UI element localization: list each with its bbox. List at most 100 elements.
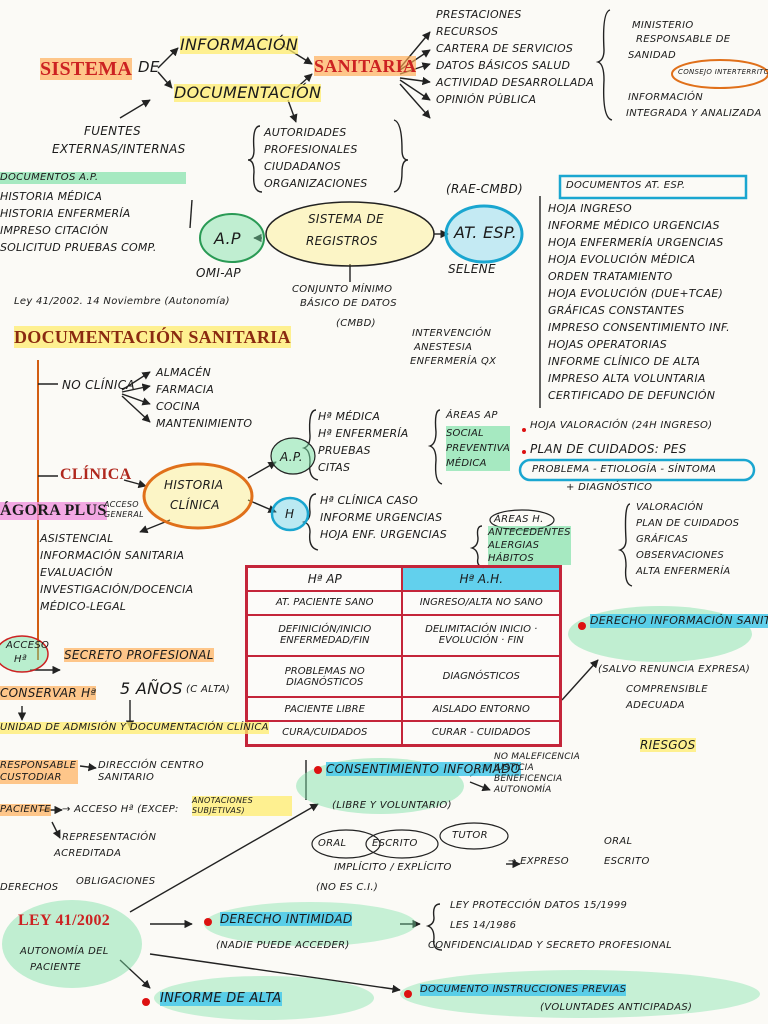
historia-clinica-line: Historia — [164, 478, 224, 492]
ministerio-line: sanidad — [628, 50, 676, 61]
list-item: Datos básicos salud — [436, 59, 571, 72]
list-item: Gráficas constantes — [548, 304, 685, 317]
acceso-hc-excepcion: → Acceso Hª (excep: — [62, 804, 179, 815]
doc-at-esp-list: Hoja ingreso Informe médico urgencias Ho… — [548, 200, 730, 404]
at-esp-node: At. Esp. — [454, 223, 518, 242]
areas-ap-list: Social Preventiva Médica — [446, 426, 510, 471]
list-item: Investigación/docencia — [40, 583, 194, 596]
rae-cmbd-label: (RAE-CMBD) — [446, 182, 524, 196]
table-row: Paciente libre Aislado entorno — [245, 696, 562, 722]
sanitaria-label: Sanitaria — [314, 56, 417, 76]
list-item: Asistencial — [40, 532, 114, 545]
acceso-hc-line: Hª — [14, 654, 27, 665]
list-item: Alergias — [488, 539, 571, 552]
externas-internas-label: externas/internas — [52, 142, 186, 156]
info-integrada-line: Información — [628, 92, 704, 103]
table-cell: Paciente libre — [245, 696, 404, 722]
hc-ap-list: Hª médica Hª enfermería Pruebas Citas — [318, 408, 409, 476]
table-cell: Diagnósticos — [401, 654, 562, 699]
list-item: Hábitos — [488, 552, 571, 565]
forma-oral: Oral — [318, 838, 347, 849]
list-item: Hª clínica caso — [320, 494, 419, 507]
list-item: Historia médica — [0, 190, 103, 203]
table-row: Problemas no diagnósticos Diagnósticos — [245, 654, 562, 699]
representacion-line: acreditada — [54, 848, 122, 859]
list-item: Valoración — [636, 502, 704, 513]
ley-proteccion: Ley Protección datos 15/1999 — [450, 900, 628, 911]
table-row: At. paciente sano Ingreso/alta no sano — [245, 590, 562, 616]
list-item: Organizaciones — [264, 177, 368, 190]
no-es-ci: (no es C.I.) — [316, 882, 379, 893]
list-item: Orden tratamiento — [548, 270, 673, 283]
list-item: Certificado de defunción — [548, 389, 716, 402]
list-item: Hoja enf. urgencias — [320, 528, 447, 541]
anotaciones-subjetivas: anotaciones subjetivas) — [192, 796, 292, 816]
comparison-table: Hª AP Hª A.H. At. paciente sano Ingreso/… — [245, 565, 562, 747]
list-item: Cocina — [156, 400, 201, 413]
funciones-list: Asistencial Información sanitaria Evalua… — [40, 530, 193, 615]
cmbd-line: básico de datos — [300, 298, 397, 309]
list-item: Citas — [318, 461, 351, 474]
table-cell: Delimitación inicio · evolución · fin — [401, 613, 562, 657]
list-item: Social — [446, 426, 510, 441]
list-item: Actividad desarrollada — [436, 76, 594, 89]
acceso-general-line: general — [104, 510, 144, 519]
direccion-centro: Dirección centro sanitario — [98, 760, 204, 783]
voluntades-anticipadas: (voluntades anticipadas) — [540, 1002, 693, 1013]
hc-h-node: H — [285, 507, 295, 521]
sistema-label: Sistema — [40, 58, 133, 80]
list-item: No maleficencia — [494, 752, 580, 762]
obligaciones-label: Obligaciones — [76, 876, 156, 887]
table-row: Definición/inicio enfermedad/fin Delimit… — [245, 613, 562, 657]
comprensible-label: Comprensible — [626, 684, 708, 695]
instrucciones-previas: Documento instrucciones previas — [420, 984, 627, 996]
actores-list: Autoridades Profesionales Ciudadanos Org… — [264, 124, 367, 192]
list-item: Farmacia — [156, 383, 214, 396]
areas-h-label: Áreas H. — [494, 514, 544, 525]
list-item: Impreso alta voluntaria — [548, 372, 706, 385]
list-item: Hoja enfermería urgencias — [548, 236, 724, 249]
list-item: Autonomía — [494, 785, 552, 795]
consejo-label: Consejo Interterritorial — [678, 68, 768, 76]
list-item: Informe médico urgencias — [548, 219, 720, 232]
table-header-row: Hª AP Hª A.H. — [245, 565, 562, 593]
table-cell: Problemas no diagnósticos — [245, 654, 404, 699]
fuentes-label: Fuentes — [84, 124, 141, 138]
list-item: Preventiva — [446, 441, 510, 456]
list-item: Alta enfermería — [636, 566, 731, 577]
riesgos-label: Riesgos — [640, 738, 696, 752]
forma-tutor: Tutor — [452, 830, 488, 841]
acceso-general-line: Acceso — [104, 500, 139, 509]
nadie-puede-acceder: (nadie puede acceder) — [216, 940, 350, 951]
doc-ap-header: Documentos A.P. — [0, 172, 186, 184]
principios-list: No maleficencia Justicia Beneficencia Au… — [494, 752, 580, 796]
table-cell: Ingreso/alta no sano — [401, 590, 562, 616]
expreso-label: → Expreso — [508, 856, 569, 867]
ap-node: A.P — [214, 229, 241, 248]
derecho-intimidad: Derecho intimidad — [220, 912, 353, 926]
table-header: Hª A.H. — [401, 565, 562, 593]
de-label: de — [138, 58, 160, 76]
list-item: Hojas operatorias — [548, 338, 667, 351]
con-alta: (c alta) — [186, 684, 231, 695]
list-item: Solicitud pruebas comp. — [0, 241, 157, 254]
agora-plus-label: Ágora Plus — [0, 502, 107, 520]
list-item: Plan de cuidados — [636, 518, 740, 529]
registros-line: Registros — [306, 234, 378, 248]
areas-h-list: Antecedentes Alergias Hábitos — [488, 526, 571, 565]
table-cell: Curar - cuidados — [401, 719, 562, 747]
acceso-hc-line: Acceso — [6, 640, 50, 651]
informacion-label: Información — [180, 35, 299, 54]
list-item: Recursos — [436, 25, 499, 38]
list-item: Impreso citación — [0, 224, 109, 237]
table-cell: Cura/cuidados — [245, 719, 404, 747]
list-item: Informe urgencias — [320, 511, 443, 524]
escrito-label: Escrito — [604, 856, 650, 867]
table-row: Cura/cuidados Curar - cuidados — [245, 719, 562, 747]
areas-ap-label: Áreas AP — [446, 410, 498, 421]
implicito-explicito: Implícito / Explícito — [334, 862, 452, 873]
list-item: Observaciones — [636, 550, 724, 561]
table-cell: At. paciente sano — [245, 590, 404, 616]
list-item: Ciudadanos — [264, 160, 341, 173]
ministerio-line: responsable de — [636, 34, 731, 45]
